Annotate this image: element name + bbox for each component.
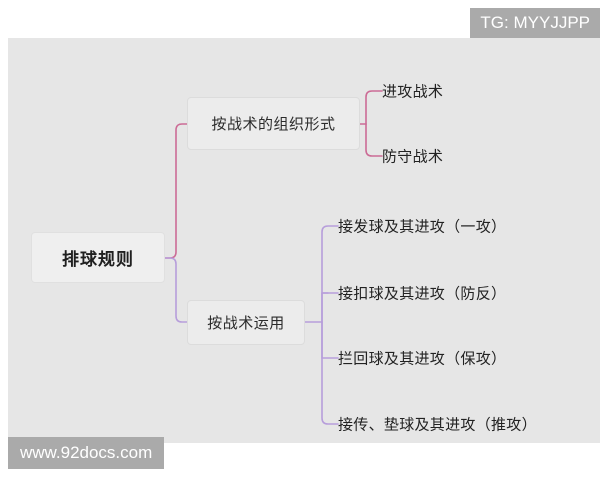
mindmap-branch-label: 按战术运用 <box>207 314 285 332</box>
mindmap-branch-label: 按战术的组织形式 <box>211 115 336 133</box>
mindmap-leaf-node[interactable]: 接发球及其进攻（一攻） <box>338 217 507 236</box>
mindmap-leaf-node[interactable]: 拦回球及其进攻（保攻） <box>338 349 507 368</box>
mindmap-leaf-node[interactable]: 进攻战术 <box>382 82 444 101</box>
mindmap-leaf-node[interactable]: 防守战术 <box>382 147 444 166</box>
mindmap-leaf-node[interactable]: 接扣球及其进攻（防反） <box>338 284 507 303</box>
mindmap-root-label: 排球规则 <box>62 250 134 270</box>
mindmap-root-node[interactable]: 排球规则 <box>31 232 165 283</box>
mindmap-branch-tactical-application[interactable]: 按战术运用 <box>187 300 305 345</box>
watermark-bottom-left: www.92docs.com <box>8 437 165 469</box>
mindmap-leaf-node[interactable]: 接传、垫球及其进攻（推攻） <box>338 415 537 434</box>
watermark-top-right: TG: MYYJJPP <box>470 8 600 38</box>
mindmap-branch-organization-form[interactable]: 按战术的组织形式 <box>187 97 360 150</box>
